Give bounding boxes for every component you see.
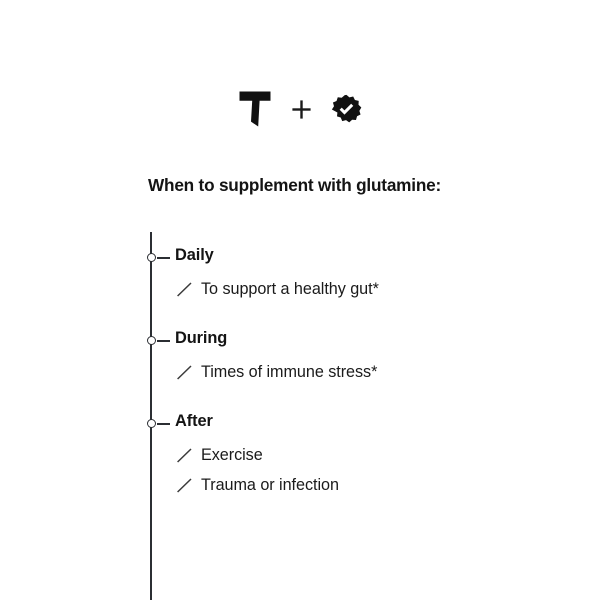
page-title: When to supplement with glutamine: [148, 175, 442, 195]
timeline-group-items: To support a healthy gut* [176, 274, 596, 304]
node-connector-line [157, 423, 170, 425]
circle-node-icon [146, 336, 156, 345]
timeline-axis-line [150, 232, 152, 600]
letter-t-logo-icon [238, 90, 272, 128]
timeline-group-label: During [175, 329, 228, 347]
list-item: Exercise [176, 440, 596, 470]
node-connector-line [157, 257, 170, 259]
list-item: To support a healthy gut* [176, 274, 596, 304]
timeline-group-items: Exercise Trauma or infection [176, 440, 596, 500]
timeline-group-label: Daily [175, 246, 214, 264]
brand-lockup [0, 88, 600, 130]
list-item: Trauma or infection [176, 470, 596, 500]
slash-bullet-icon [176, 477, 193, 494]
slash-bullet-icon [176, 281, 193, 298]
list-item-label: Exercise [201, 445, 263, 464]
plus-icon [291, 99, 312, 120]
list-item-label: To support a healthy gut* [201, 279, 379, 298]
list-item: Times of immune stress* [176, 357, 596, 387]
verified-badge-icon [331, 94, 362, 125]
slash-bullet-icon [176, 364, 193, 381]
list-item-label: Trauma or infection [201, 475, 339, 494]
timeline-group-items: Times of immune stress* [176, 357, 596, 387]
node-connector-line [157, 340, 170, 342]
timeline-group-label: After [175, 412, 213, 430]
slash-bullet-icon [176, 447, 193, 464]
circle-node-icon [146, 419, 156, 428]
circle-node-icon [146, 253, 156, 262]
list-item-label: Times of immune stress* [201, 362, 378, 381]
